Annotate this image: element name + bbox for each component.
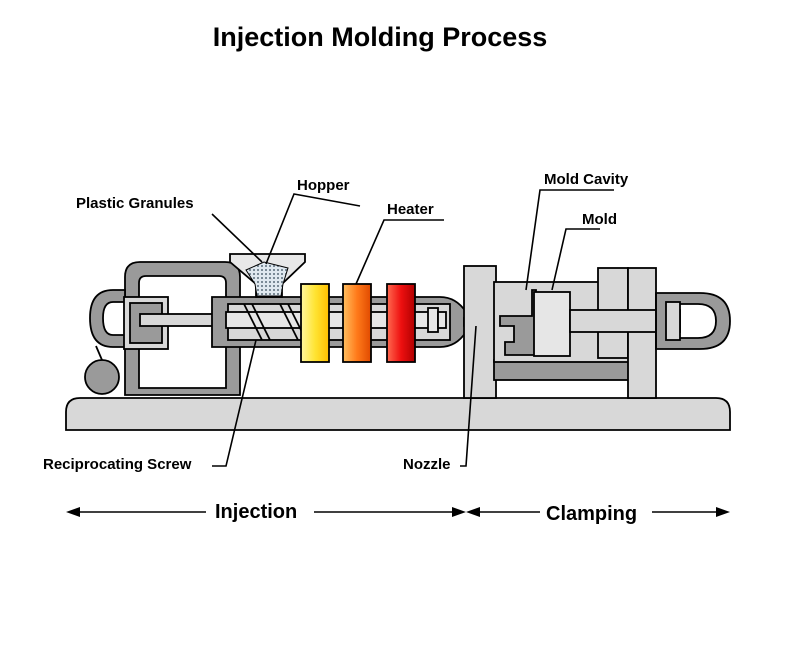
label-mold-cavity: Mold Cavity [544,171,629,188]
section-injection: Injection [215,501,297,523]
page-title: Injection Molding Process [212,22,548,52]
machine-base [65,397,731,431]
label-nozzle: Nozzle [403,456,451,473]
label-plastic-granules: Plastic Granules [76,195,194,212]
label-heater: Heater [387,201,434,218]
clamp-cylinder [655,292,731,350]
mold-cavity-shape [499,289,537,356]
rear-loop [89,289,126,348]
plastic-granules-fill [245,261,289,297]
heater-band-3 [386,283,416,363]
heater-band-2 [342,283,372,363]
heater-band-1 [300,283,330,363]
label-hopper: Hopper [297,177,350,194]
stationary-platen [463,265,497,399]
piston-rod [139,313,216,327]
arrowhead-injection-right [452,507,466,517]
arrowhead-right [716,507,730,517]
mold [533,291,571,357]
section-clamping: Clamping [546,503,637,525]
arrowhead-left [66,507,80,517]
tie-bar-lower [493,359,635,381]
counterweight [84,359,120,395]
label-mold: Mold [582,211,617,228]
rear-platen [627,267,657,399]
screw-flight [243,303,307,341]
label-reciprocating-screw: Reciprocating Screw [43,456,192,473]
